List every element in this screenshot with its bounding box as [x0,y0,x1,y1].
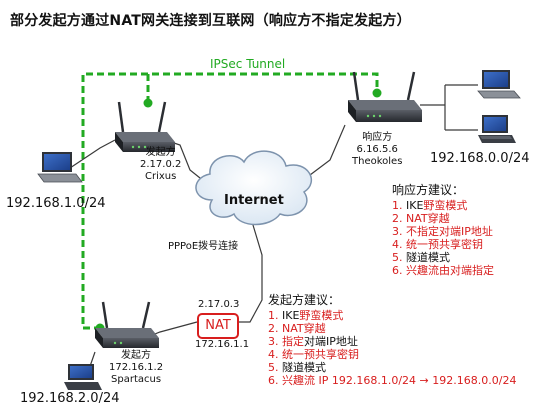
advice-item: 1.IKE野蛮模式 [268,309,516,322]
advice-item-text: 统一预共享密钥 [406,238,483,251]
laptop-right-icon [477,70,521,99]
advice-item: 3.指定对端IP地址 [268,335,516,348]
nat-box: NAT [197,313,239,339]
initiator-advice-title: 发起方建议： [268,293,341,307]
advice-item-text: 对端IP地址 [304,335,358,348]
desktop-right-icon [478,115,516,143]
advice-item-number: 5. [268,361,279,374]
device-crixus-ip: 2.17.0.2 [140,159,182,170]
advice-item-number: 2. [268,322,279,335]
advice-item-text: 兴趣流 IP 192.168.1.0/24 → 192.168.0.0/24 [282,374,517,387]
advice-item: 6.兴趣流 IP 192.168.1.0/24 → 192.168.0.0/24 [268,374,516,387]
device-crixus-name: Crixus [145,171,177,182]
advice-item-number: 3. [392,225,403,238]
advice-item: 5.隧道模式 [268,361,516,374]
device-crixus-label: 发起方 2.17.0.2 Crixus [140,147,181,183]
advice-item-text: 野蛮模式 [423,199,468,212]
device-crixus-role: 发起方 [145,147,176,158]
advice-item: 2.NAT穿越 [268,322,516,335]
laptop-left-icon [37,152,83,183]
advice-item-text: 隧道模式 [282,361,326,374]
device-theokoles-label: 响应方 6.16.5.6 Theokoles [352,132,402,168]
advice-item-text: 野蛮模式 [299,309,344,322]
advice-item-number: 3. [268,335,279,348]
advice-item: 1.IKE野蛮模式 [392,199,494,212]
nat-outer-ip: 2.17.0.3 [198,299,240,310]
device-spartacus-label: 发起方 172.16.1.2 Spartacus [109,350,163,386]
advice-item-text: NAT穿越 [406,212,450,225]
router-theokoles-icon [348,71,422,122]
advice-item-text: 不指定对端IP地址 [406,225,493,238]
advice-item-number: 1. [392,199,403,212]
advice-item: 4.统一预共享密钥 [268,348,516,361]
device-theokoles-ip: 6.16.5.6 [356,144,398,155]
advice-item-text: 统一预共享密钥 [282,348,359,361]
advice-item: 6.兴趣流由对端指定 [392,264,494,277]
device-theokoles-name: Theokoles [352,156,403,167]
router-crixus-icon [115,101,175,152]
internet-cloud [195,150,313,226]
tunnel-endpoint-theokoles [372,88,382,98]
lan-left-bottom-label: 192.168.2.0/24 [20,391,120,406]
device-theokoles-role: 响应方 [362,132,393,143]
advice-item: 2.NAT穿越 [392,212,494,225]
responder-advice-title: 响应方建议： [392,183,465,197]
device-spartacus-role: 发起方 [121,350,152,361]
advice-item-number: 5. [392,251,403,264]
device-spartacus-ip: 172.16.1.2 [109,362,164,373]
desktop-left-icon [64,364,102,390]
advice-item-text: NAT穿越 [282,322,326,335]
ipsec-tunnel-path [81,72,379,330]
advice-item-number: 6. [392,264,403,277]
advice-item-number: 4. [392,238,403,251]
advice-item-number: 6. [268,374,279,387]
ipsec-tunnel-label: IPSec Tunnel [210,57,286,71]
advice-item-text: IKE [406,199,424,212]
advice-item-text: IKE [282,309,300,322]
advice-item-text: 兴趣流由对端指定 [406,264,494,277]
pppoe-label: PPPoE拨号连接 [168,241,239,252]
nat-inner-ip: 172.16.1.1 [195,339,250,350]
router-spartacus-icon [95,301,159,348]
advice-item: 3.不指定对端IP地址 [392,225,494,238]
advice-item-text: 指定 [282,335,304,348]
page-title: 部分发起方通过NAT网关连接到互联网（响应方不指定发起方） [10,13,411,29]
advice-item: 5.隧道模式 [392,251,494,264]
tunnel-endpoint-crixus [143,98,153,108]
advice-item-number: 2. [392,212,403,225]
lan-left-top-label: 192.168.1.0/24 [6,196,106,211]
advice-item: 4.统一预共享密钥 [392,238,494,251]
device-spartacus-name: Spartacus [111,374,162,385]
advice-item-number: 1. [268,309,279,322]
lan-right-label: 192.168.0.0/24 [430,151,530,166]
network-links [69,84,478,379]
advice-item-text: 隧道模式 [406,251,450,264]
internet-label: Internet [224,193,284,208]
advice-item-number: 4. [268,348,279,361]
